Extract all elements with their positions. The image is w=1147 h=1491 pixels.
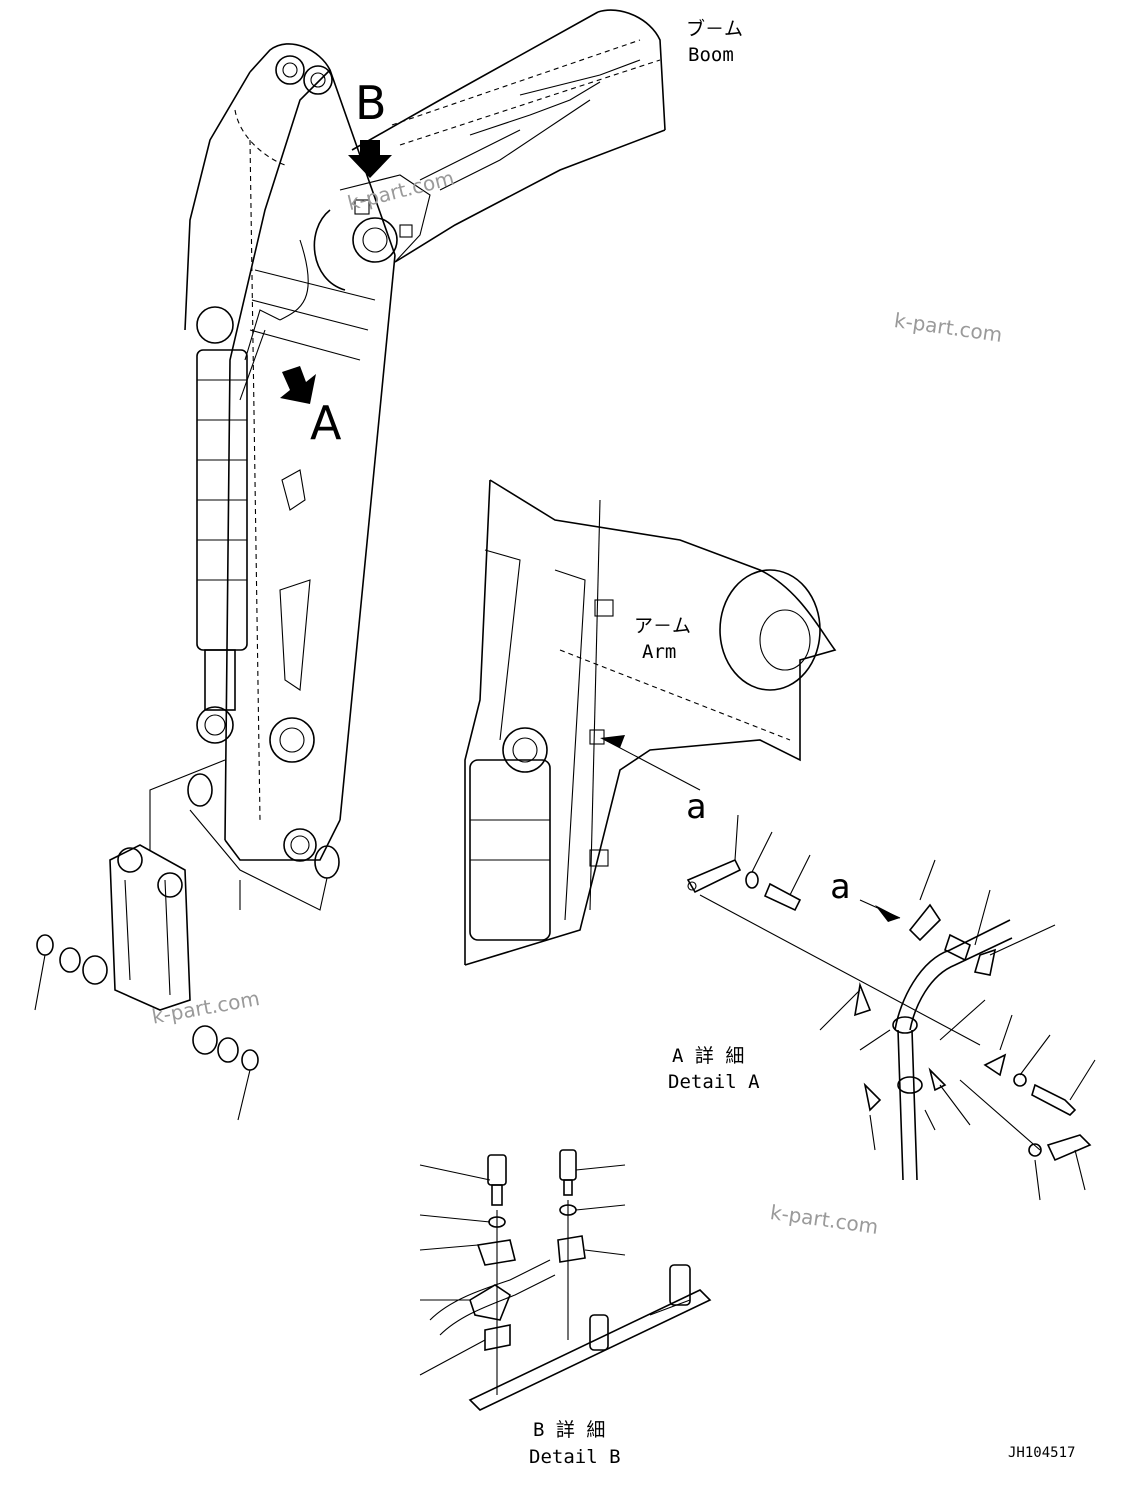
linkage-parts: [149, 759, 340, 911]
view-b-marker: B: [355, 76, 387, 130]
arm-label-japanese: ア－ム: [634, 615, 692, 637]
reference-a-upper: a: [686, 787, 707, 827]
view-a-marker: A: [310, 396, 342, 450]
bucket-link: [34, 844, 259, 1121]
arm-label-english: Arm: [642, 641, 677, 663]
detail-a-title-english: Detail A: [668, 1071, 760, 1093]
detail-a-exploded-parts: [686, 814, 1096, 1201]
detail-a-title-japanese: A 詳 細: [672, 1045, 745, 1067]
detail-b-title-english: Detail B: [529, 1446, 621, 1468]
detail-b-assembly: [419, 1149, 712, 1411]
arm-outline: [184, 43, 396, 862]
boom-label-japanese: ブ－ム: [686, 18, 744, 40]
view-arrows: [280, 140, 392, 404]
drawing-number: JH104517: [1008, 1445, 1076, 1461]
bucket-cylinder: [196, 306, 281, 744]
boom-outline: [351, 9, 666, 263]
detail-b-title-japanese: B 詳 細: [533, 1419, 606, 1441]
boom-label-english: Boom: [688, 44, 734, 66]
reference-a-lower: a: [830, 867, 851, 907]
boom-foot-assembly: [279, 174, 431, 321]
detail-a-arm-closeup: [464, 479, 837, 966]
